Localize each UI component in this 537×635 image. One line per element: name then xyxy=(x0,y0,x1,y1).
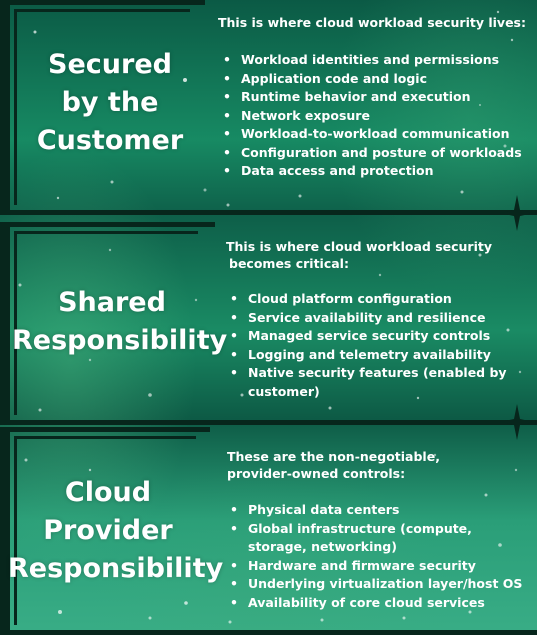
panel-heading: Cloud Provider Responsibility xyxy=(8,477,224,584)
list-item: Global infrastructure (compute, xyxy=(230,520,522,539)
list-item: Data access and protection xyxy=(223,162,522,181)
list-item: Native security features (enabled by xyxy=(230,364,507,383)
list-item: Physical data centers xyxy=(230,501,522,520)
panel-shared: Shared Responsibility This is where clou… xyxy=(0,222,537,427)
list-item: Managed service security controls xyxy=(230,327,507,346)
list-item: Logging and telemetry availability xyxy=(230,346,507,365)
list-item: Application code and logic xyxy=(223,70,522,89)
sparkle-star-icon xyxy=(500,404,534,440)
list-item-continuation: storage, networking) xyxy=(248,539,397,554)
sparkle-star-icon xyxy=(500,195,534,231)
panel-intro: These are the non-negotiable, provider-o… xyxy=(227,449,440,481)
list-item-continuation: customer) xyxy=(248,383,320,399)
list-item: Configuration and posture of workloads xyxy=(223,144,522,163)
panel-intro: This is where cloud workload security li… xyxy=(218,15,526,30)
panel-provider: Cloud Provider Responsibility These are … xyxy=(0,427,537,635)
list-item: Hardware and firmware security xyxy=(230,557,522,576)
list-item: Availability of core cloud services xyxy=(230,594,522,613)
bullet-list: Workload identities and permissions Appl… xyxy=(223,51,522,181)
bullet-list: Physical data centers Global infrastruct… xyxy=(230,501,522,612)
list-item: Network exposure xyxy=(223,107,522,126)
bullet-list: Cloud platform configuration Service ava… xyxy=(230,290,507,401)
list-item: Runtime behavior and execution xyxy=(223,88,522,107)
panel-heading: Secured by the Customer xyxy=(36,49,184,156)
list-item: Cloud platform configuration xyxy=(230,290,507,309)
panel-customer: Secured by the Customer This is where cl… xyxy=(0,0,537,215)
list-item: Service availability and resilience xyxy=(230,309,507,328)
list-item: Workload identities and permissions xyxy=(223,51,522,70)
list-item: Underlying virtualization layer/host OS xyxy=(230,575,522,594)
panel-intro: This is where cloud workload security be… xyxy=(226,239,492,271)
list-item: Workload-to-workload communication xyxy=(223,125,522,144)
panel-heading: Shared Responsibility xyxy=(12,287,228,356)
